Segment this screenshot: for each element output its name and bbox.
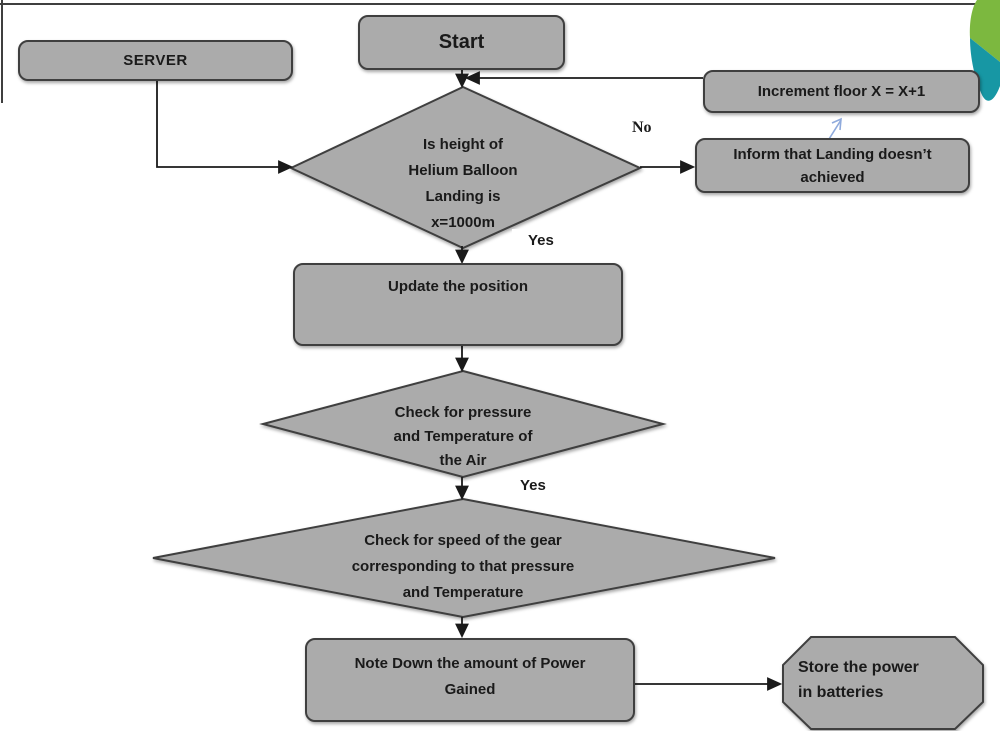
note-power-box: Note Down the amount of Power Gained (305, 638, 635, 722)
update-position-label: Update the position (388, 278, 528, 295)
edge-label-yes-height: Yes (512, 229, 564, 252)
update-position-box: Update the position (293, 263, 623, 346)
edge-label-no: No (632, 119, 652, 136)
slide-frame-lines (0, 0, 977, 103)
edge-label-yes-pressure: Yes (520, 477, 546, 494)
decision-height-diamond (288, 85, 643, 250)
decision-shapes (152, 85, 984, 730)
inform-landing-box: Inform that Landing doesn’t achieved (695, 138, 970, 193)
store-octagon (782, 636, 984, 730)
start-box: Start (358, 15, 565, 70)
decision-speed-label: Check for speed of the gear correspondin… (351, 532, 575, 601)
decision-height-label: Is height of Helium Balloon Landing is x… (408, 136, 518, 231)
decision-pressure-diamond (259, 369, 667, 479)
decision-pressure-label: Check for pressure and Temperature of th… (393, 404, 533, 469)
server-label: SERVER (123, 52, 188, 69)
store-batteries-label: Store the power in batteries (798, 659, 919, 701)
decision-speed-diamond (152, 497, 776, 619)
increment-floor-box: Increment floor X = X+1 (703, 70, 980, 113)
increment-floor-label: Increment floor X = X+1 (757, 83, 926, 100)
flow-connectors (156, 70, 783, 691)
note-power-label: Note Down the amount of Power Gained (354, 655, 586, 698)
inform-landing-label: Inform that Landing doesn’t achieved (733, 145, 932, 186)
corner-leaf-decoration (969, 0, 1000, 101)
start-label: Start (438, 31, 485, 53)
server-box: SERVER (18, 40, 293, 81)
